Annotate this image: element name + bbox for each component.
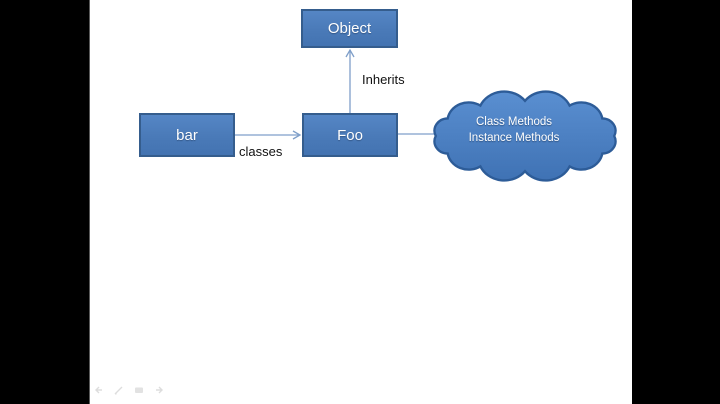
node-bar-label: bar — [176, 126, 198, 144]
connector-bar-foo — [235, 130, 302, 140]
cloud-label-line1: Class Methods — [475, 116, 553, 128]
connector-foo-object — [345, 48, 355, 113]
pen-icon[interactable] — [113, 384, 125, 396]
node-foo-label: Foo — [337, 126, 363, 144]
node-foo: Foo — [302, 113, 398, 157]
edge-label-inherits: Inherits — [362, 72, 405, 87]
cloud-label: Class Methods Instance Methods — [428, 115, 600, 146]
node-bar: bar — [139, 113, 235, 157]
next-slide-icon[interactable] — [153, 384, 165, 396]
node-object-label: Object — [327, 20, 372, 37]
slideshow-toolbar — [93, 384, 165, 398]
previous-slide-icon[interactable] — [93, 384, 105, 396]
node-object: Object — [301, 9, 398, 48]
edge-label-classes: classes — [239, 144, 283, 159]
cloud-label-line2: Instance Methods — [468, 131, 560, 144]
connector-layer — [235, 48, 633, 404]
slide-menu-icon[interactable] — [133, 384, 145, 396]
slide-canvas[interactable]: Object bar Foo Class Methods Instance Me… — [89, 0, 632, 404]
